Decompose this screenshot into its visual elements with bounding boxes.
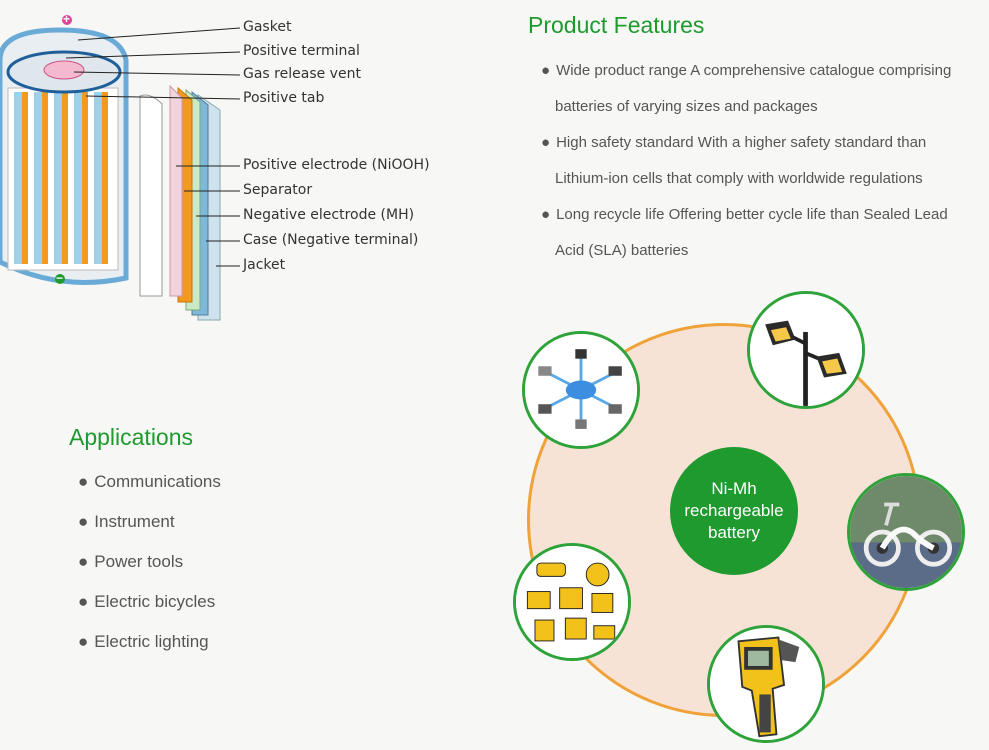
application-item: ●Power tools [78, 552, 184, 571]
infrared-thermometer-icon [707, 625, 825, 743]
bullet-icon: ● [78, 592, 89, 611]
feature-line: ●Long recycle life Offering better cycle… [541, 206, 948, 223]
bullet-icon: ● [541, 62, 551, 79]
bullet-icon: ● [78, 552, 89, 571]
callout-negative-electrode: Negative electrode (MH) [243, 207, 415, 223]
bullet-icon: ● [78, 512, 89, 531]
callout-jacket: Jacket [243, 257, 286, 273]
network-icon [522, 331, 640, 449]
center-line-2: rechargeable [684, 501, 784, 520]
electric-bicycle-icon [847, 473, 965, 591]
bullet-icon: ● [541, 206, 551, 223]
callout-gas-release-vent: Gas release vent [243, 66, 361, 82]
application-item: ●Electric bicycles [78, 592, 216, 611]
feature-line: ●Wide product range A comprehensive cata… [541, 62, 952, 79]
bullet-icon: ● [78, 472, 89, 491]
minus-symbol: − [56, 271, 64, 285]
center-line-1: Ni-Mh [711, 479, 757, 498]
bullet-icon: ● [541, 134, 551, 151]
application-item: ●Instrument [78, 512, 175, 531]
plus-symbol: + [63, 12, 71, 26]
callout-positive-electrode: Positive electrode (NiOOH) [243, 157, 430, 173]
callout-gasket: Gasket [243, 19, 292, 35]
street-lamp-icon [747, 291, 865, 409]
callout-positive-terminal: Positive terminal [243, 43, 360, 59]
callout-positive-tab: Positive tab [243, 90, 325, 106]
applications-title: Applications [69, 424, 194, 450]
application-item: ●Communications [78, 472, 221, 491]
bullet-icon: ● [78, 632, 89, 651]
center-label-circle: Ni-Mh rechargeable battery [670, 447, 798, 575]
callout-separator: Separator [243, 182, 313, 198]
power-tools-icon [513, 543, 631, 661]
features-title: Product Features [528, 12, 705, 38]
callout-case: Case (Negative terminal) [243, 232, 419, 248]
battery-cutaway-diagram: + − Gasket Positive terminal Gas release… [0, 0, 430, 330]
feature-line: Acid (SLA) batteries [555, 242, 689, 259]
feature-line: ●High safety standard With a higher safe… [541, 134, 927, 151]
feature-line: Lithium-ion cells that comply with world… [555, 170, 923, 187]
center-line-3: battery [708, 523, 760, 542]
application-item: ●Electric lighting [78, 632, 209, 651]
feature-line: batteries of varying sizes and packages [555, 98, 818, 115]
